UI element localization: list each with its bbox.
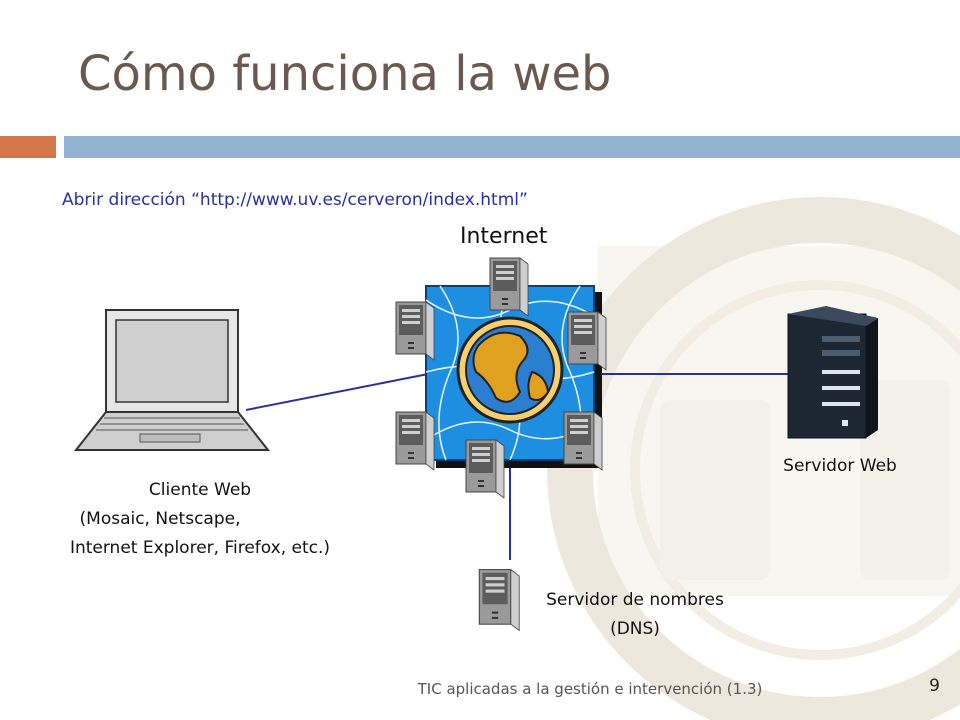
slide-title: Cómo funciona la web (78, 46, 612, 102)
accent-bar-blue (64, 136, 960, 158)
router-server-icon (563, 411, 603, 471)
client-label-line3: Internet Explorer, Firefox, etc.) (69, 538, 331, 558)
connection-lines (245, 373, 788, 560)
university-seal-watermark (547, 197, 960, 720)
router-server-icon (489, 257, 529, 317)
client-label: Cliente Web (Mosaic, Netscape, Internet … (20, 476, 380, 563)
router-server-icon (567, 311, 607, 371)
dns-label-line1: Servidor de nombres (546, 590, 724, 610)
laptop-client-icon (73, 309, 271, 451)
page-number: 9 (929, 676, 940, 696)
client-label-line1: Cliente Web (148, 480, 252, 500)
dns-server-icon (478, 569, 520, 632)
slide-footer: TIC aplicadas a la gestión e intervenció… (417, 680, 763, 698)
dns-server-label: Servidor de nombres (DNS) (520, 586, 750, 644)
client-link-line (245, 373, 429, 411)
internet-label: Internet (460, 224, 548, 249)
web-server-label: Servidor Web (783, 456, 897, 476)
dns-label-line2: (DNS) (610, 619, 660, 639)
client-label-line2: (Mosaic, Netscape, (79, 509, 241, 529)
web-server-icon (787, 306, 878, 439)
router-server-icon (395, 411, 435, 471)
accent-bar-orange (0, 136, 56, 158)
router-server-icon (395, 301, 435, 361)
slide-subtitle: Abrir dirección “http://www.uv.es/cerver… (62, 190, 528, 210)
router-server-icon (465, 439, 505, 499)
